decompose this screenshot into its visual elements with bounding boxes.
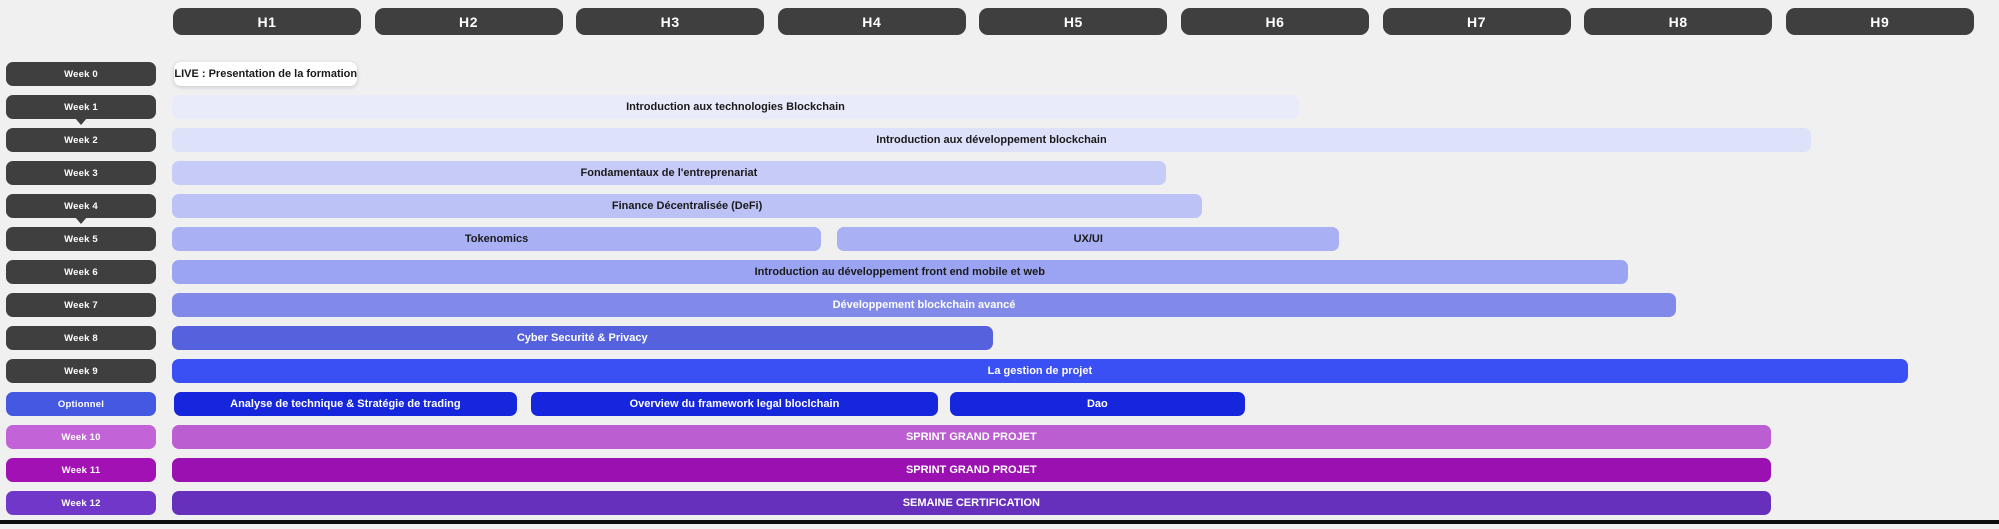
- gantt-bar[interactable]: Cyber Securité & Privacy: [172, 326, 993, 350]
- gantt-bar[interactable]: Analyse de technique & Stratégie de trad…: [174, 392, 517, 416]
- row-label-week-3: Week 3: [6, 161, 156, 185]
- row-label-week-2: Week 2: [6, 128, 156, 152]
- row-label-week-8: Week 8: [6, 326, 156, 350]
- connector-arrow-down-icon: [75, 118, 87, 125]
- row-label-week-5: Week 5: [6, 227, 156, 251]
- gantt-bar[interactable]: Développement blockchain avancé: [172, 293, 1676, 317]
- timeline-header-h5: H5: [979, 8, 1168, 35]
- gantt-bar[interactable]: Introduction aux technologies Blockchain: [172, 95, 1299, 119]
- gantt-bar[interactable]: Introduction au développement front end …: [172, 260, 1628, 284]
- gantt-bar[interactable]: Dao: [950, 392, 1245, 416]
- gantt-bar[interactable]: SPRINT GRAND PROJET: [172, 458, 1771, 482]
- row-label-week-12: Week 12: [6, 491, 156, 515]
- gantt-bar[interactable]: Fondamentaux de l'entreprenariat: [172, 161, 1166, 185]
- gantt-bar[interactable]: Finance Décentralisée (DeFi): [172, 194, 1203, 218]
- timeline-header-h3: H3: [576, 8, 765, 35]
- timeline-header-h2: H2: [374, 8, 563, 35]
- timeline-header-h1: H1: [173, 8, 361, 35]
- bottom-axis-line: [0, 520, 1999, 524]
- gantt-bar[interactable]: UX/UI: [837, 227, 1340, 251]
- row-label-week-11: Week 11: [6, 458, 156, 482]
- row-label-week-10: Week 10: [6, 425, 156, 449]
- timeline-header-h7: H7: [1382, 8, 1571, 35]
- gantt-bar[interactable]: LIVE : Presentation de la formation: [174, 62, 358, 86]
- row-label-week-0: Week 0: [6, 62, 156, 86]
- gantt-bar[interactable]: Overview du framework legal bloclchain: [530, 392, 939, 416]
- row-label-week-7: Week 7: [6, 293, 156, 317]
- row-label-week-6: Week 6: [6, 260, 156, 284]
- row-label-week-1: Week 1: [6, 95, 156, 119]
- gantt-bar[interactable]: Tokenomics: [172, 227, 822, 251]
- gantt-bar[interactable]: Introduction aux développement blockchai…: [172, 128, 1811, 152]
- gantt-bar[interactable]: SPRINT GRAND PROJET: [172, 425, 1771, 449]
- gantt-bar[interactable]: La gestion de projet: [172, 359, 1908, 383]
- row-label-week-9: Week 9: [6, 359, 156, 383]
- timeline-header-h8: H8: [1584, 8, 1773, 35]
- connector-arrow-down-icon: [75, 217, 87, 224]
- row-label-optionnel: Optionnel: [6, 392, 156, 416]
- timeline-header-h9: H9: [1785, 8, 1974, 35]
- timeline-header-h4: H4: [777, 8, 966, 35]
- gantt-bar[interactable]: SEMAINE CERTIFICATION: [172, 491, 1771, 515]
- row-label-week-4: Week 4: [6, 194, 156, 218]
- timeline-header-h6: H6: [1181, 8, 1369, 35]
